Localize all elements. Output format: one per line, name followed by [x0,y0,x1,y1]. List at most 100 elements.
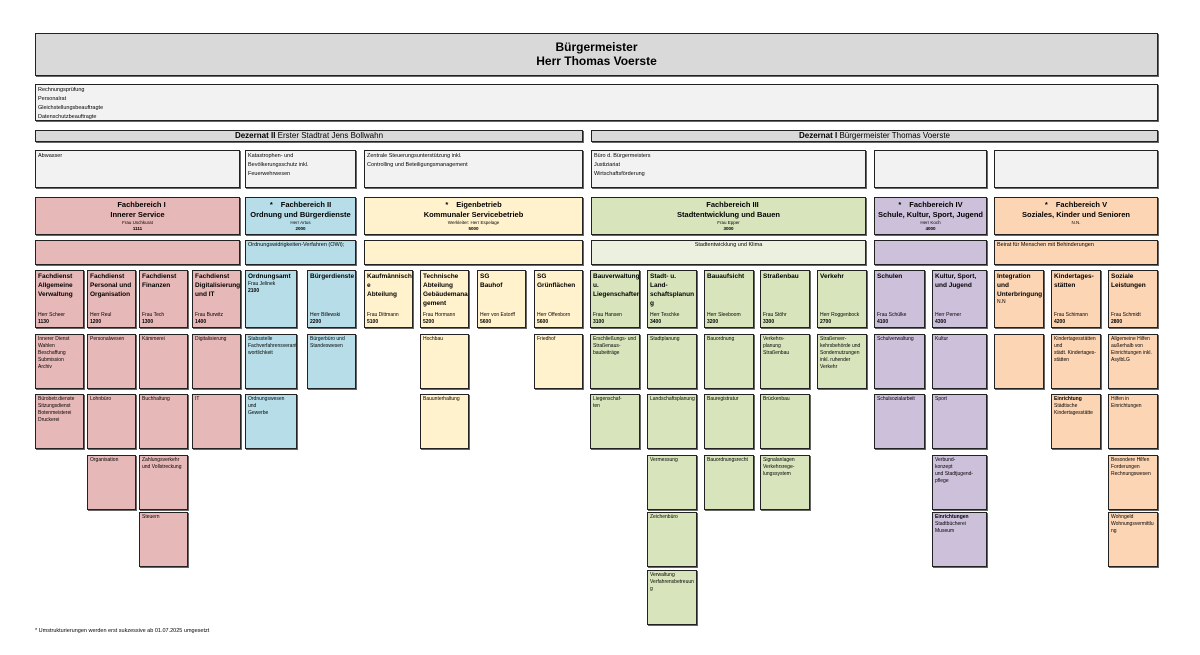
department-head: Frau Schimann [1054,312,1088,318]
sub-unit-box: Friedhof [534,334,583,389]
sub-unit-text: Allgemeine Hilfen außerhalb von Einricht… [1111,336,1152,363]
mayor-title: Bürgermeister [555,40,638,54]
sub-unit-text: Zahlungsverkehr und Vollstreckung [142,457,182,470]
sub-unit-text: Vermessung [650,457,678,463]
department-title: Kaufmännisch e Abteilung [367,273,412,298]
sub-unit-text: Bürgerbüro und Standeswesen [310,336,345,349]
sub-unit-box: Landschaftsplanung [647,394,697,449]
function-box [994,150,1158,188]
department-title: Bürgerdienste [310,273,355,280]
sub-unit-text: Friedhof [537,336,556,342]
department-title: Kultur, Sport, und Jugend [935,273,977,289]
fachbereich-head: Frau Uschkurat [122,220,153,225]
department-code: 2700 [820,319,832,325]
star-marker: * [445,200,449,209]
sub-unit-box: Kämmerei [139,334,188,389]
sub-unit-text: Buchhaltung [142,396,170,402]
department-head: Herr Roggenbock [820,312,860,318]
sub-unit-box: Schulverwaltung [874,334,925,389]
department-code: 5100 [367,319,379,325]
sub-unit-box: Buchhaltung [139,394,188,449]
department-code: 5600 [537,319,549,325]
department-head: Frau Dittmann [367,312,399,318]
department-title: SG Grünflächen [537,273,576,289]
mayor-name: Herr Thomas Voerste [536,54,657,68]
sub-unit-box: IT [192,394,241,449]
department-box: Stadt- u. Land- schaftsplanun g Herr Tesc… [647,270,697,328]
sub-unit-text: Sport [935,396,947,402]
sub-unit-box: Bauordnung [704,334,754,389]
sub-unit-box [994,334,1044,389]
fachbereich-name: Stadtentwicklung und Bauen [677,210,780,219]
sub-unit-box: Besondere Hilfen Forderungen Rechnungswe… [1108,455,1158,510]
fachbereich-name: Schule, Kultur, Sport, Jugend [877,210,983,219]
sub-unit-text: Verkehrs- planung Straßenbau [763,336,790,356]
staff-item: Gleichstellungsbeauftragte [38,105,104,111]
sub-unit-text: Landschaftsplanung [650,396,695,402]
sub-unit-text: Ordnungswesen und Gewerbe [248,396,285,416]
department-code: 5200 [423,319,435,325]
staff-item: Rechnungsprüfung [38,87,85,93]
sub-unit-text: Stabsstelle Fachverfahrensverant wortlic… [248,336,297,356]
sub-unit-text: Besondere Hilfen Forderungen Rechnungswe… [1111,457,1151,477]
department-title: Fachdienst Digitalisierung und IT [195,273,241,298]
sub-unit-box: Stadtplanung [647,334,697,389]
star-marker: * [1044,200,1048,209]
sub-unit-text: Bauregistratur [707,396,739,402]
department-title: Bauverwaltung u. Liegenschaften [593,273,640,298]
star-marker: * [269,200,273,209]
department-head: Frau Hormann [423,312,456,318]
dezernat-label: Dezernat II [234,131,276,140]
fachbereich-name: Ordnung und Bürgerdienste [250,210,351,219]
sub-unit-text: Steuern [142,514,160,520]
staff-item: Personalrat [38,96,67,102]
department-head: Herr Offenborn [537,312,571,318]
department-head: Frau Hansen [593,312,622,318]
fachbereich-band: Ordnungswidrigkeiten-Verfahren (OWi); [245,240,356,265]
fachbereich-label: Fachbereich II [280,200,332,209]
dezernat-i-header: Dezernat I Bürgermeister Thomas Voerste [591,130,1158,142]
fachbereich-head: Werkleiter: Herr Espelage [447,220,500,225]
sub-unit-box: Innerer Dienst Wahlen Beschaffung Submis… [35,334,84,389]
department-code: 3200 [707,319,719,325]
department-head: Herr Reul [90,312,112,318]
department-head: Herr Scheer [38,312,65,318]
department-code: 3100 [593,319,605,325]
sub-unit-box: Organisation [87,455,136,510]
sub-unit-box: Bürgerbüro und Standeswesen [307,334,356,389]
sub-unit-box: Stabsstelle Fachverfahrensverant wortlic… [245,334,297,389]
sub-unit-text: Schulsozialarbeit [877,396,915,402]
fachbereich-head: Frau Epper [717,220,740,225]
sub-unit-text: Bauordnung [707,336,735,342]
sub-unit-box: Sport [932,394,987,449]
sub-unit-box: Personalwesen [87,334,136,389]
department-head: N.N [997,299,1006,305]
fachbereich-number: *Fachbereich IV [875,200,986,210]
sub-unit-box: Ordnungswesen und Gewerbe [245,394,297,449]
fachbereich-number: *Eigenbetrieb [365,200,582,210]
fachbereich-band: Stadtentwicklung und Klima [591,240,866,265]
department-title: Fachdienst Allgemeine Verwaltung [38,273,73,298]
sub-unit-box: Signalanlagen Verkehrsrege- lungssystem [760,455,810,510]
sub-unit-box: Verkehrs- planung Straßenbau [760,334,810,389]
department-title: Stadt- u. Land- schaftsplanun g [650,273,695,307]
department-head: Frau Tech [142,312,165,318]
department-title: Verkehr [820,273,844,280]
fachbereich-code: 5000 [468,226,479,231]
